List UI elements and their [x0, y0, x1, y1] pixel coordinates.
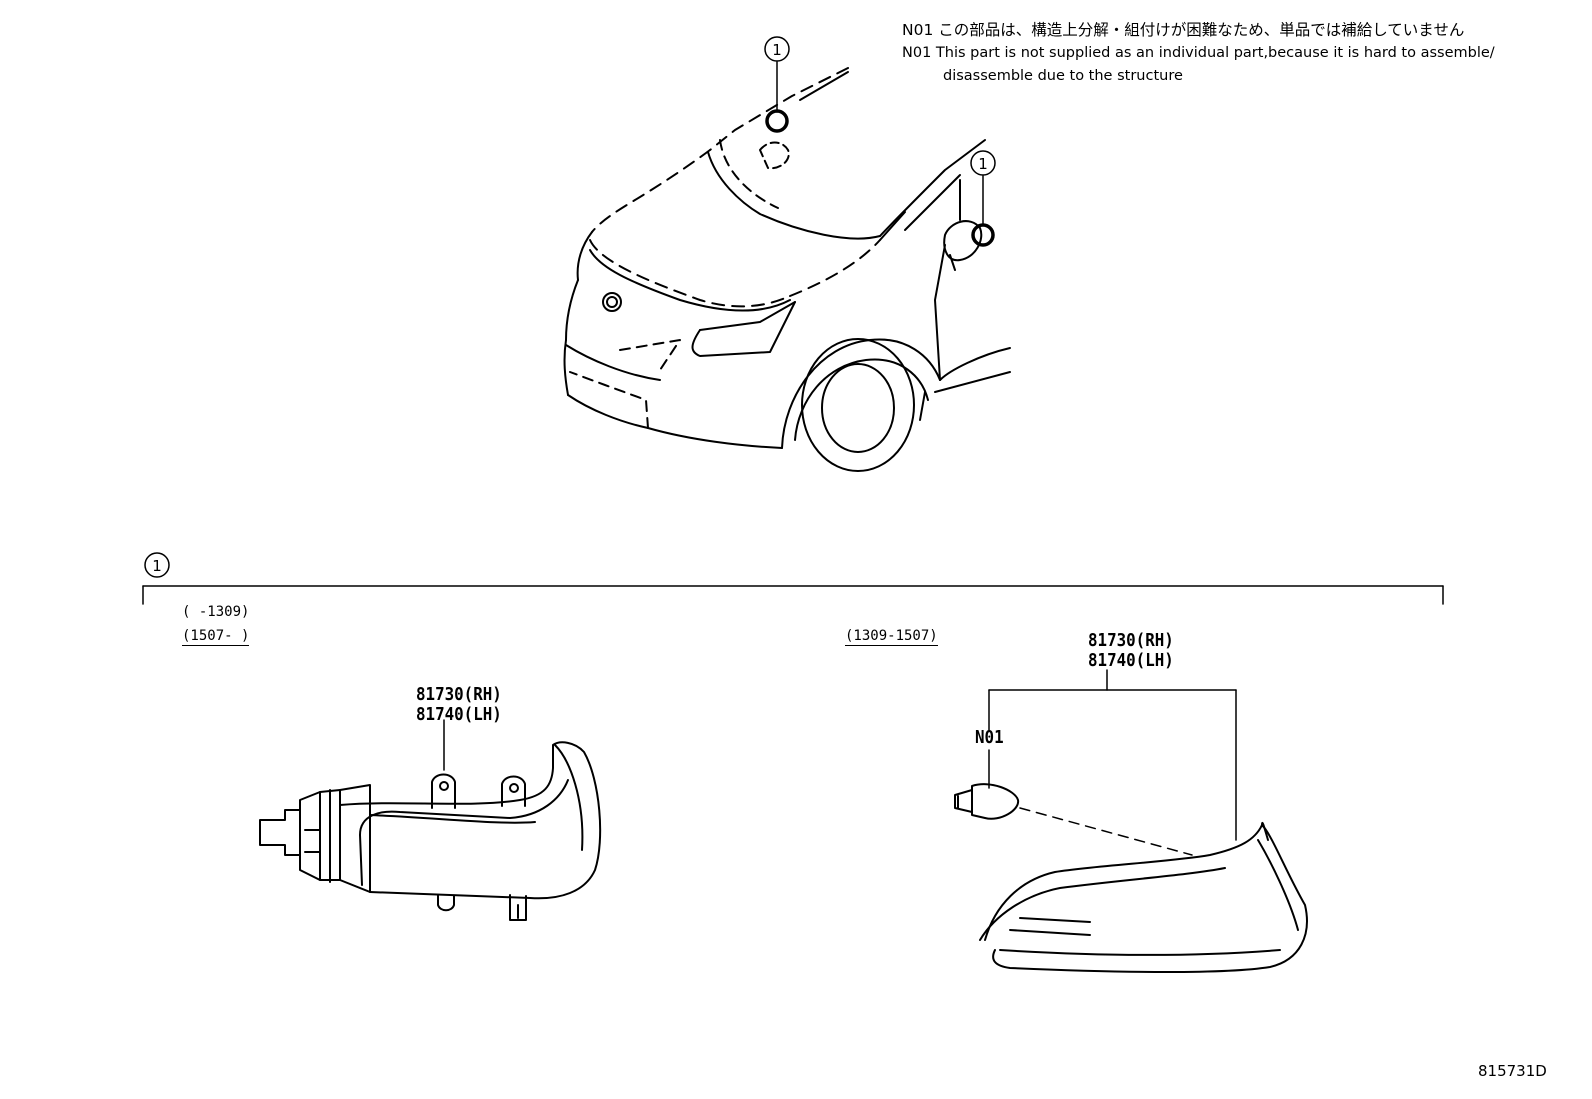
part-number-lh-left: 81740(LH): [416, 704, 502, 725]
callout-1-left-mirror: [764, 36, 790, 133]
turn-signal-lamp-right-variant: [954, 669, 1308, 974]
period-label-right: (1309-1507): [845, 628, 938, 646]
callout-number: 1: [772, 41, 782, 59]
note-text-jp: この部品は、構造上分解・組付けが困難なため、単品では補給していません: [938, 21, 1465, 39]
section-bracket: [142, 552, 1444, 605]
note-reference-n01: N01: [975, 727, 1004, 748]
note-text-en: This part is not supplied as an individu…: [935, 45, 1495, 61]
note-code: N01: [902, 21, 934, 39]
callout-number: 1: [152, 557, 162, 575]
period-label-left-2: (1507- ): [182, 628, 250, 646]
turn-signal-lamp-left-variant: [259, 719, 602, 921]
part-number-lh-right: 81740(LH): [1088, 650, 1174, 671]
note-code: N01: [902, 45, 932, 61]
callout-1-right-mirror: [970, 150, 996, 247]
period-label-left-1: ( -1309): [182, 604, 250, 620]
part-number-rh-right: 81730(RH): [1088, 630, 1174, 651]
drawing-code: 815731D: [1478, 1062, 1547, 1080]
note-n01-japanese: N01 この部品は、構造上分解・組付けが困難なため、単品では補給していません: [902, 20, 1464, 40]
note-n01-english: N01 This part is not supplied as an indi…: [902, 43, 1495, 63]
note-n01-english-line2: disassemble due to the structure: [943, 68, 1183, 84]
part-number-rh-left: 81730(RH): [416, 684, 502, 705]
car-illustration: [563, 67, 1011, 472]
callout-number: 1: [978, 155, 988, 173]
